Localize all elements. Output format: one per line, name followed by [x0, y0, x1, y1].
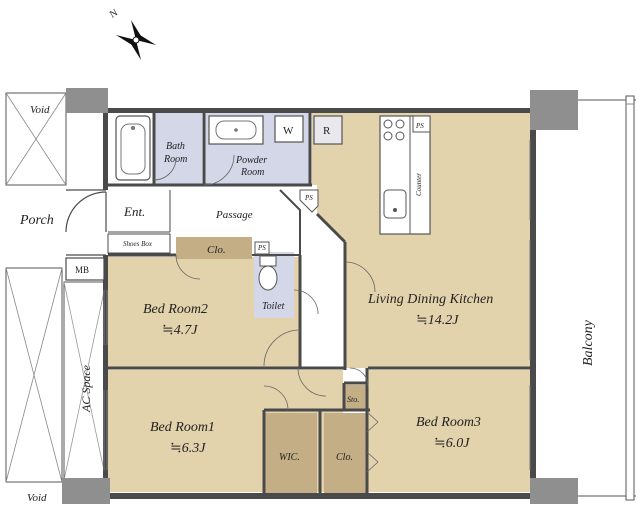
storage-floor	[345, 385, 367, 409]
ps-passage-box	[299, 189, 319, 213]
ldk-floor	[312, 112, 530, 368]
ac-space-label: AC Space	[79, 364, 93, 413]
balcony-label: Balcony	[581, 319, 596, 366]
outer-walls	[62, 108, 536, 499]
void-bottom	[5, 267, 63, 483]
void-top-label: Void	[30, 104, 50, 116]
powder-label-1: Powder	[235, 155, 267, 166]
washbasin-icon	[208, 115, 264, 145]
powder-label-2: Room	[240, 167, 264, 178]
columns	[62, 88, 578, 504]
bedroom3-floor	[368, 370, 530, 492]
windows	[103, 140, 531, 470]
bath-label-1: Bath	[166, 141, 185, 152]
bathtub-icon	[115, 115, 151, 181]
ent-label: Ent.	[123, 204, 145, 219]
balcony	[578, 95, 636, 501]
ldk-size: ≒14.2J	[416, 313, 459, 328]
shoes-box	[107, 233, 171, 254]
ac-space	[63, 281, 107, 481]
bedroom1-name: Bed Room1	[150, 420, 215, 435]
bedroom1-size: ≒6.3J	[170, 441, 206, 456]
passage-label: Passage	[215, 209, 253, 221]
closet-top-floor	[176, 237, 252, 259]
bedroom3-size: ≒6.0J	[434, 436, 470, 451]
ps-toilet-label: PS	[257, 244, 266, 252]
door-swings	[175, 254, 379, 473]
washer-icon	[274, 115, 304, 143]
porch-area	[65, 189, 107, 256]
mb-label: MB	[75, 265, 89, 275]
bath-label-2: Room	[163, 154, 187, 165]
shoes-box-label: Shoes Box	[123, 240, 153, 248]
wic-label: WIC.	[279, 452, 300, 463]
bedroom2-name: Bed Room2	[143, 302, 208, 317]
void-top	[5, 92, 67, 186]
passage-walls	[252, 189, 301, 256]
washer-label: W	[283, 125, 294, 137]
toilet-label: Toilet	[262, 301, 285, 312]
bedroom2-size: ≒4.7J	[162, 323, 198, 338]
counter-label: Counter	[415, 173, 423, 196]
interior-walls	[108, 112, 530, 493]
ps-passage-label: PS	[304, 194, 313, 202]
compass-north-label: N	[108, 7, 120, 20]
wic-floor	[265, 413, 317, 493]
closet-bottom-label: Clo.	[336, 452, 353, 463]
bedroom3-name: Bed Room3	[416, 415, 481, 430]
ps-kitchen-box	[412, 115, 431, 133]
closet-top-label: Clo.	[207, 244, 226, 256]
refrigerator-box	[313, 115, 343, 145]
mb-box	[65, 257, 105, 281]
bathroom-floor	[154, 112, 202, 185]
refrigerator-label: R	[323, 125, 331, 137]
closet-bottom-floor	[324, 413, 367, 493]
storage-label: Sto.	[347, 395, 359, 404]
ldk-name: Living Dining Kitchen	[367, 292, 493, 307]
toilet-icon	[254, 241, 278, 291]
kitchen-counter	[379, 115, 431, 235]
ps-top-label: PS	[415, 122, 424, 130]
porch-label: Porch	[19, 213, 54, 228]
void-bottom-label: Void	[27, 492, 47, 504]
compass-icon: N	[108, 7, 156, 60]
